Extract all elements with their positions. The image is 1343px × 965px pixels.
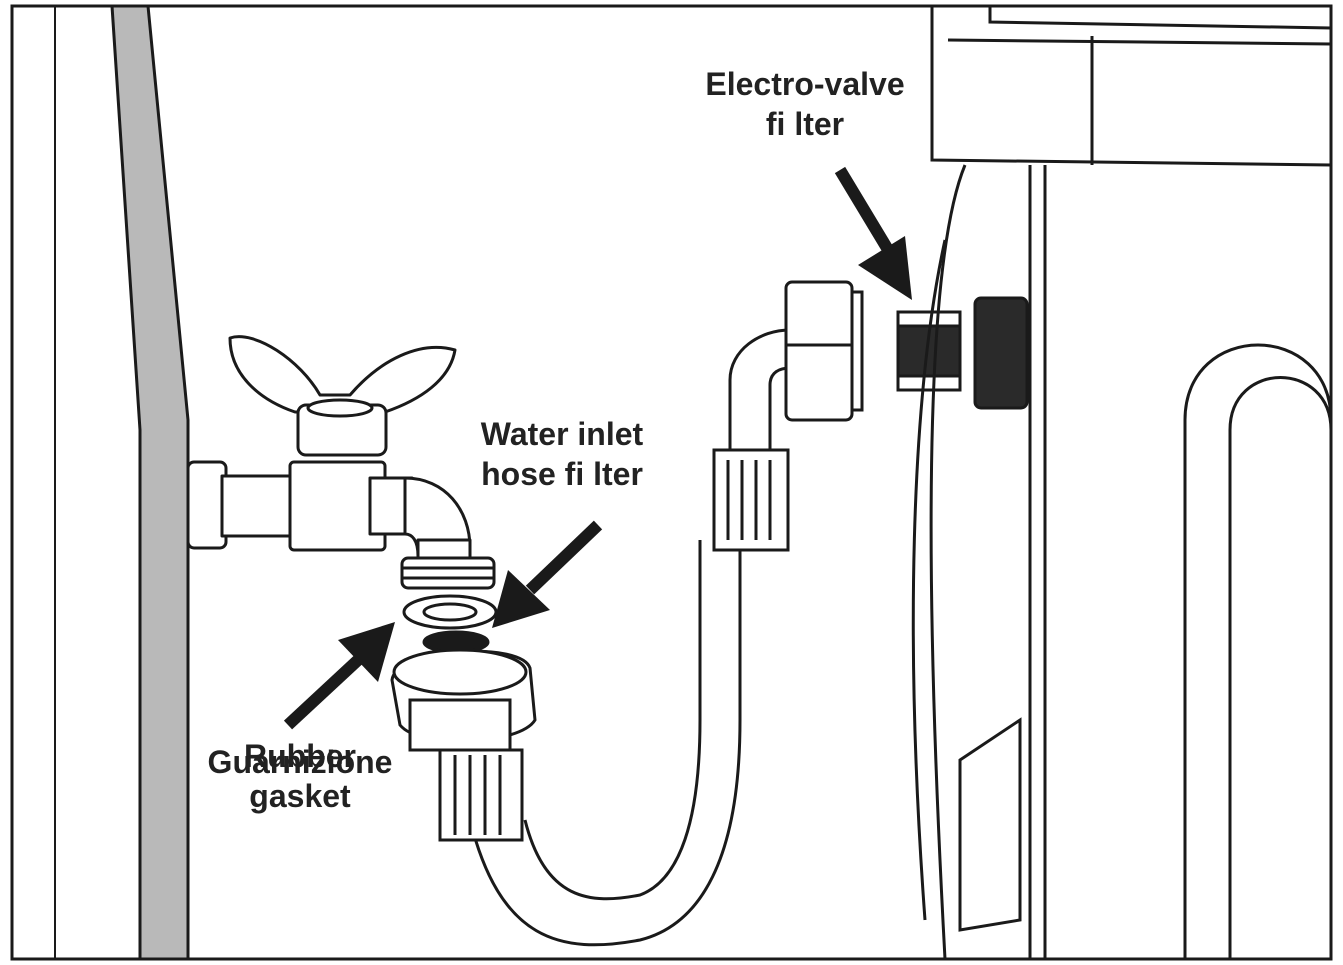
label-water-inlet-hose-filter: Water inlet hose fi lter <box>452 414 672 494</box>
label-line: Water inlet <box>480 416 644 452</box>
label-line: Rubber <box>244 738 356 774</box>
label-line: Electro-valve <box>705 66 905 102</box>
label-line: Guarnizione <box>207 744 393 780</box>
tap-wall-nut <box>186 460 228 550</box>
arrow-water-inlet-filter <box>492 520 603 628</box>
label-electro-valve-filter: Electro-valve fi lter <box>680 64 930 144</box>
tap-wing-handle <box>228 335 457 414</box>
hose-coupling-parts <box>390 556 537 752</box>
water-tap <box>186 335 472 564</box>
inlet-hose <box>438 328 791 947</box>
wall <box>54 4 190 961</box>
label-line: hose fi lter <box>481 456 643 492</box>
arrow-rubber-gasket <box>283 622 395 730</box>
label-guarnizione-overlay: Guarnizione <box>180 742 420 782</box>
hose-machine-nut <box>784 280 864 422</box>
label-rubber-gasket: Rubber gasket <box>180 736 420 816</box>
electro-valve-filter-part <box>896 296 1029 410</box>
label-line: fi lter <box>765 106 845 142</box>
washing-machine <box>911 6 1333 960</box>
label-line: gasket <box>249 778 351 814</box>
arrow-electro-valve <box>834 166 912 300</box>
